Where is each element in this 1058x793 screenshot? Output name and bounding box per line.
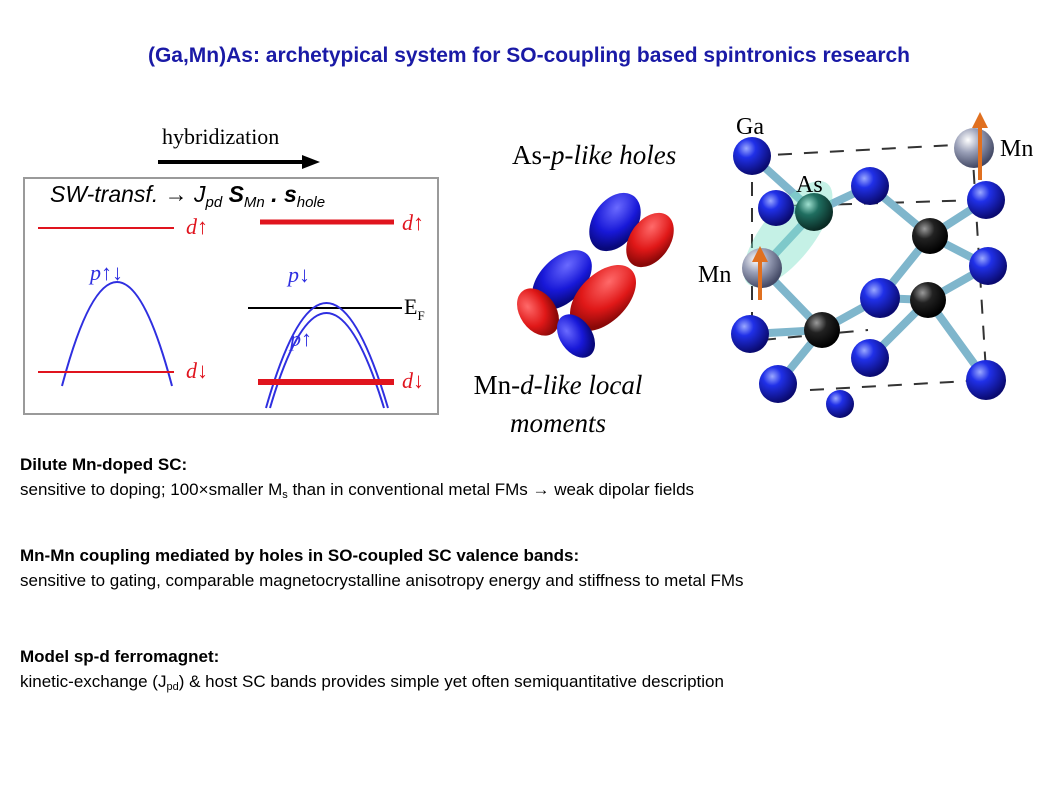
mn-atom-top xyxy=(954,128,994,168)
mn-moments-prefix: Mn- xyxy=(473,370,521,400)
spin-arrow-left-head xyxy=(752,246,768,262)
left-d-up-label: d↑ xyxy=(186,214,208,239)
right-p-down-band xyxy=(265,302,389,409)
as-atoms-black xyxy=(804,218,948,348)
mn-moments-line1: Mn-d-like local xyxy=(458,366,658,404)
mn-moments-line2: moments xyxy=(510,408,606,438)
right-d-up-label: d↑ xyxy=(402,210,424,235)
hybridization-arrow-head xyxy=(302,155,320,169)
spin-arrow-top-head xyxy=(972,112,988,128)
band-diagram-svg: hybridization d↑ p↑↓ d↓ d↑ EF p↓ p↑ d↓ S… xyxy=(23,124,439,415)
paragraph-model: Model sp-d ferromagnet: kinetic-exchange… xyxy=(20,644,1050,694)
as-holes-label: As-p-like holes xyxy=(512,140,676,171)
paragraph-dilute-heading: Dilute Mn-doped SC: xyxy=(20,455,188,474)
orbital-lobe-blue-bottom xyxy=(556,314,596,358)
left-p-band xyxy=(61,281,173,387)
orbital-image xyxy=(500,180,680,370)
mn-moments-label: Mn-d-like local moments xyxy=(458,366,658,442)
mn-top-label: Mn xyxy=(1000,136,1033,162)
paragraph-dilute: Dilute Mn-doped SC: sensitive to doping;… xyxy=(20,452,1050,502)
orbital-lobe-red-top xyxy=(626,212,674,268)
mn-moments-suffix: d-like local xyxy=(520,370,643,400)
orbital-lobe-blue-top xyxy=(589,192,641,252)
left-p-label: p↑↓ xyxy=(88,260,123,285)
ga-label: Ga xyxy=(736,114,764,140)
band-diagram: hybridization d↑ p↑↓ d↓ d↑ EF p↓ p↑ d↓ S… xyxy=(22,118,442,418)
paragraph-dilute-body: sensitive to doping; 100×smaller Ms than… xyxy=(20,480,695,501)
orbital-lobe-red-mid xyxy=(570,265,636,331)
paragraph-coupling: Mn-Mn coupling mediated by holes in SO-c… xyxy=(20,543,1050,593)
crystal-svg: Ga As Mn Mn xyxy=(698,112,1033,418)
orbital-svg xyxy=(517,192,674,358)
paragraph-model-heading: Model sp-d ferromagnet: xyxy=(20,647,220,666)
formula-backdrop xyxy=(48,180,436,210)
band-diagram-frame xyxy=(23,177,439,415)
right-p-up-label: p↑ xyxy=(288,326,312,351)
right-p-up-band xyxy=(269,312,385,409)
slide-title: (Ga,Mn)As: archetypical system for SO-co… xyxy=(147,44,911,67)
paragraph-coupling-heading: Mn-Mn coupling mediated by holes in SO-c… xyxy=(20,546,580,565)
paragraph-model-body: kinetic-exchange (Jpd) & host SC bands p… xyxy=(20,672,724,693)
right-p-down-label: p↓ xyxy=(286,262,310,287)
as-holes-suffix: p-like holes xyxy=(551,140,677,170)
orbital-lobe-red-bottom xyxy=(517,288,559,336)
as-holes-prefix: As- xyxy=(512,140,551,170)
as-label: As xyxy=(796,172,823,198)
crystal-structure: Ga As Mn Mn xyxy=(690,108,1058,418)
sw-formula: SW-transf. → Jpd SMn . shole xyxy=(50,181,325,211)
right-d-down-label: d↓ xyxy=(402,368,424,393)
left-d-down-label: d↓ xyxy=(186,358,208,383)
hybridization-label: hybridization xyxy=(162,124,279,149)
ga-atoms xyxy=(731,137,1007,418)
mn-left-label: Mn xyxy=(698,262,731,288)
paragraph-coupling-body: sensitive to gating, comparable magnetoc… xyxy=(20,571,744,590)
as-atom-teal xyxy=(795,193,833,231)
fermi-label: EF xyxy=(404,294,425,323)
